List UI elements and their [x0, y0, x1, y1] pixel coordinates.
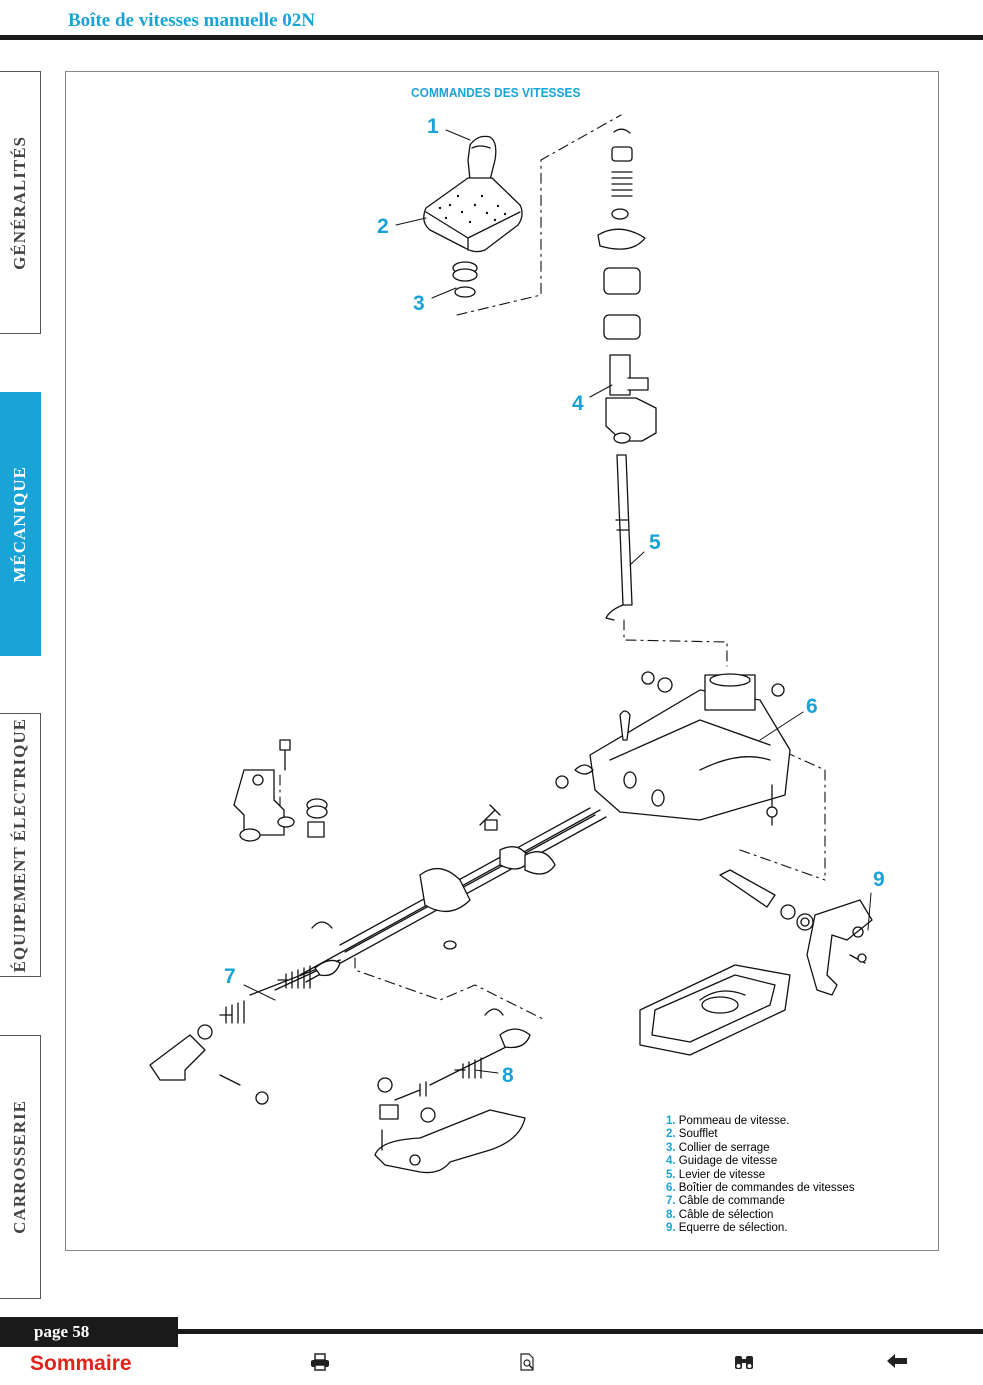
- legend-item: 5. Levier de vitesse: [666, 1168, 766, 1181]
- sidebar-tab-label: MÉCANIQUE: [10, 465, 29, 583]
- sidebar-tab-equipement-electrique[interactable]: ÉQUIPEMENT ÉLECTRIQUE: [0, 713, 41, 977]
- legend-item: 8. Câble de sélection: [666, 1208, 774, 1221]
- selection-cable-part: [374, 1008, 531, 1174]
- sidebar-tab-generalites[interactable]: GÉNÉRALITÉS: [0, 71, 41, 334]
- back-arrow-icon[interactable]: [886, 1353, 908, 1374]
- figure-frame: [65, 71, 939, 1251]
- sidebar-tab-label: CARROSSERIE: [10, 1100, 29, 1234]
- gear-control-housing-part: [555, 671, 791, 826]
- figure-title: COMMANDES DES VITESSES: [411, 85, 581, 100]
- footer-rule: [178, 1329, 983, 1334]
- document-search-icon[interactable]: [520, 1353, 536, 1376]
- figure-legend: 1. Pommeau de vitesse. 2. Soufflet 3. Co…: [666, 1115, 855, 1236]
- callout-8: 8: [502, 1064, 514, 1087]
- callout-4: 4: [572, 392, 584, 415]
- legend-item: 4. Guidage de vitesse: [666, 1155, 778, 1168]
- cable-assembly-part: [149, 804, 607, 1105]
- sidebar-tab-carrosserie[interactable]: CARROSSERIE: [0, 1035, 41, 1299]
- callout-9: 9: [873, 868, 885, 891]
- callout-1: 1: [427, 115, 439, 138]
- gear-knob-part: [467, 135, 497, 181]
- clamp-part: [452, 261, 478, 298]
- header-rule: [0, 35, 983, 40]
- callout-6: 6: [806, 695, 818, 718]
- sidebar-tab-mecanique[interactable]: MÉCANIQUE: [0, 392, 41, 656]
- page-number-tab: page 58: [0, 1317, 178, 1347]
- selection-bracket-part: [719, 869, 873, 996]
- sidebar-tab-label: GÉNÉRALITÉS: [10, 135, 29, 270]
- binoculars-icon[interactable]: [733, 1353, 755, 1376]
- legend-item: 7. Câble de commande: [666, 1195, 785, 1208]
- page-number: page 58: [34, 1322, 90, 1341]
- gasket-plate-part: [639, 964, 791, 1056]
- sidebar-tab-label: ÉQUIPEMENT ÉLECTRIQUE: [10, 717, 29, 973]
- callout-2: 2: [377, 215, 389, 238]
- gear-lever-rod-part: [605, 454, 633, 621]
- legend-item: 3. Collier de serrage: [666, 1141, 770, 1154]
- sommaire-link[interactable]: Sommaire: [30, 1352, 132, 1375]
- callout-7: 7: [224, 965, 236, 988]
- legend-item: 2. Soufflet: [666, 1128, 718, 1141]
- gear-guide-part: [597, 128, 657, 444]
- left-bracket-part: [233, 739, 328, 842]
- callout-5: 5: [649, 531, 661, 554]
- callout-3: 3: [413, 292, 425, 315]
- exploded-diagram: [149, 114, 873, 1174]
- boot-part: [423, 177, 523, 253]
- legend-item: 9. Equerre de sélection.: [666, 1222, 788, 1235]
- page-header-title: Boîte de vitesses manuelle 02N: [68, 10, 315, 31]
- legend-item: 1. Pommeau de vitesse.: [666, 1115, 790, 1127]
- printer-icon[interactable]: [310, 1353, 330, 1376]
- legend-item: 6. Boîtier de commandes de vitesses: [666, 1182, 855, 1195]
